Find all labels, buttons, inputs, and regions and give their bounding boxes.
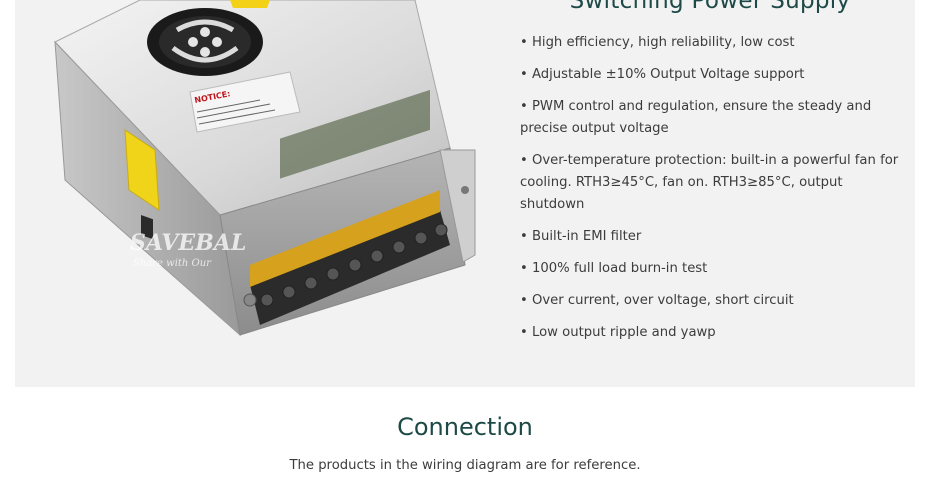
feature-item: Low output ripple and yawp (520, 322, 905, 344)
watermark-subtext: Share with Our (133, 258, 212, 269)
feature-panel: NOTICE: SAVEBAL Share with Our Switching… (15, 0, 915, 387)
watermark: SAVEBAL (130, 230, 246, 256)
feature-list: High efficiency, high reliability, low c… (520, 32, 905, 354)
connection-title: Connection (397, 413, 533, 441)
feature-item: PWM control and regulation, ensure the s… (520, 96, 905, 140)
connection-note: The products in the wiring diagram are f… (289, 458, 641, 473)
power-supply-image: NOTICE: SAVEBAL Share with Our (54, 0, 476, 337)
feature-item: Adjustable ±10% Output Voltage support (520, 64, 905, 86)
section-title: Switching Power Supply (569, 0, 851, 14)
feature-item: 100% full load burn-in test (520, 258, 905, 280)
feature-item: Over current, over voltage, short circui… (520, 290, 905, 312)
feature-item: Built-in EMI filter (520, 226, 905, 248)
feature-item: High efficiency, high reliability, low c… (520, 32, 905, 54)
feature-item: Over-temperature protection: built-in a … (520, 150, 905, 216)
